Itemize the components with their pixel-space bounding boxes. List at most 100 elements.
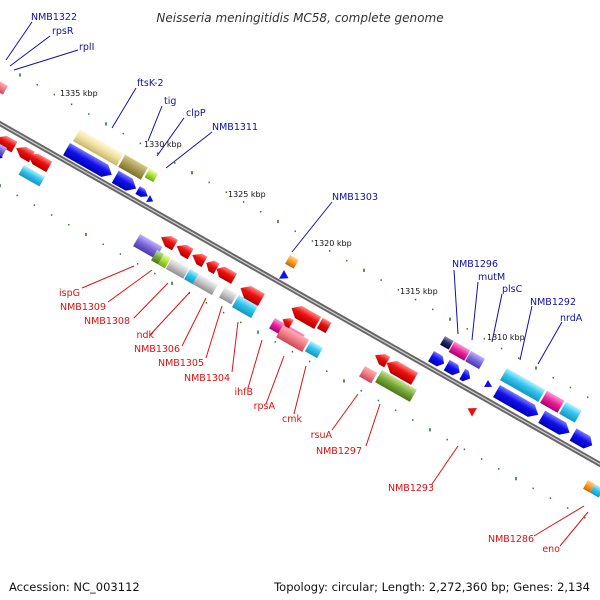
- gene-fwd-clpP: [144, 168, 159, 183]
- leader-NMB1293: [431, 445, 459, 485]
- gene-fwd-nrdA: [540, 390, 565, 413]
- label-ftsK-2: ftsK-2: [137, 78, 164, 89]
- gene-rev-cyan-2: [304, 340, 323, 359]
- gene-rev-red-6: [240, 285, 265, 307]
- label-NMB1305: NMB1305: [158, 358, 204, 369]
- label-rpsR: rpsR: [52, 26, 74, 37]
- reverse-strand-genes: [0, 135, 600, 498]
- gene-rev-NMB1293: [467, 407, 477, 417]
- leader-nrdA: [537, 321, 563, 365]
- forward-gene-label-texts: NMB1322 rpsR rplI ftsK-2 tig clpP NMB131…: [31, 12, 583, 324]
- label-NMB1322: NMB1322: [31, 12, 77, 23]
- leader-plsC: [491, 293, 503, 343]
- gene-fwd-mutM: [448, 341, 471, 361]
- leader-NMB1322: [5, 21, 33, 61]
- gene-rev-ispG: [133, 234, 163, 260]
- leader-rplI: [13, 49, 79, 71]
- gene-rev-ndk: [165, 258, 190, 279]
- label-NMB1303: NMB1303: [332, 192, 378, 203]
- leader-NMB1297: [365, 403, 381, 447]
- leader-ftsK-2: [111, 87, 137, 129]
- label-NMB1308: NMB1308: [84, 316, 130, 327]
- gene-fwd-blue-9: [569, 428, 593, 449]
- label-rsuA: rsuA: [311, 430, 333, 441]
- gene-rev-red-9: [386, 360, 418, 385]
- gene-rev-red-4: [206, 260, 220, 275]
- leader-rpsA: [265, 355, 285, 405]
- leader-rsuA: [331, 393, 359, 431]
- gene-rev-red-5: [216, 266, 238, 284]
- gene-fwd-NMB1303: [285, 255, 299, 269]
- gene-fwd-blue-5: [443, 359, 460, 376]
- leader-NMB1292: [519, 305, 533, 361]
- kbp-scale-labels: 1335 kbp 1330 kbp 1325 kbp 1320 kbp 1315…: [60, 89, 525, 342]
- kbp-label-1315: 1315 kbp: [400, 287, 438, 296]
- leader-eno: [559, 511, 589, 547]
- gene-fwd-blue-2: [111, 170, 137, 191]
- leader-NMB1306: [181, 297, 207, 347]
- kbp-label-1310: 1310 kbp: [487, 333, 525, 342]
- label-NMB1309: NMB1309: [60, 302, 106, 313]
- label-rpsA: rpsA: [254, 401, 276, 412]
- gene-rev-NMB1308: [158, 253, 171, 269]
- leader-NMB1308: [133, 282, 169, 319]
- scale-ticks: [0, 73, 589, 519]
- gene-fwd-small-3: [484, 380, 493, 387]
- label-NMB1292: NMB1292: [530, 297, 576, 308]
- gene-fwd-NMB1296: [440, 336, 454, 350]
- gene-fwd-cyan-right: [559, 401, 582, 423]
- kbp-label-1320: 1320 kbp: [314, 239, 352, 248]
- gene-fwd-rplI-partial: [0, 78, 8, 95]
- gene-fwd-NMB1292: [500, 368, 546, 402]
- label-NMB1296: NMB1296: [452, 259, 498, 270]
- gene-rev-red-8: [375, 353, 391, 368]
- map-title: Neisseria meningitidis MC58, complete ge…: [156, 11, 443, 25]
- gene-rev-cmk: [276, 325, 310, 352]
- label-rplI: rplI: [79, 42, 94, 53]
- leader-NMB1311: [165, 131, 213, 169]
- accession-text: Accession: NC_003112: [9, 580, 140, 594]
- gene-rev-eno: [590, 483, 600, 498]
- genome-backbone-highlight: [0, 122, 600, 466]
- gene-rev-NMB1305: [192, 273, 218, 296]
- gene-fwd-cyan-left: [18, 165, 45, 187]
- gene-fwd-blue-6: [459, 368, 471, 382]
- gene-fwd-blue-3: [135, 186, 148, 197]
- label-NMB1286: NMB1286: [488, 534, 534, 545]
- gene-rev-red-7: [316, 317, 332, 334]
- gene-rev-NMB1309: [151, 249, 164, 265]
- label-NMB1306: NMB1306: [134, 344, 180, 355]
- leader-ihfB: [247, 339, 263, 389]
- gene-fwd-blue-8: [538, 410, 570, 435]
- leader-NMB1304: [231, 321, 239, 373]
- reverse-gene-labels: [81, 265, 589, 547]
- gene-rev-red-1: [161, 235, 178, 251]
- forward-strand-genes: [0, 78, 593, 449]
- label-plsC: plsC: [502, 284, 523, 295]
- leader-NMB1309: [107, 269, 153, 303]
- label-nrdA: nrdA: [560, 313, 583, 324]
- leader-ndk: [149, 291, 191, 336]
- label-eno: eno: [542, 544, 560, 555]
- forward-gene-labels: [5, 21, 563, 365]
- label-clpP: clpP: [186, 108, 206, 119]
- kbp-label-1335: 1335 kbp: [60, 89, 98, 98]
- gene-fwd-blue-7: [493, 385, 539, 417]
- gene-rev-red-3: [192, 253, 208, 268]
- gene-rev-rsuA: [359, 366, 378, 384]
- leader-NMB1305: [205, 305, 223, 359]
- gene-fwd-ftsK-2: [73, 129, 124, 166]
- leader-NMB1303: [291, 201, 333, 253]
- gene-fwd-small-1: [146, 195, 154, 202]
- leader-tig: [147, 105, 163, 142]
- gene-rev-left-3: [28, 153, 53, 173]
- gene-fwd-small-2: [279, 270, 289, 279]
- kbp-label-1330: 1330 kbp: [144, 140, 182, 149]
- label-NMB1311: NMB1311: [212, 122, 258, 133]
- gene-rev-small-red: [282, 317, 294, 329]
- leader-ispG: [81, 265, 135, 289]
- gene-fwd-plsC: [465, 350, 485, 370]
- leader-cmk: [293, 365, 307, 415]
- gene-rev-left-1: [0, 135, 18, 153]
